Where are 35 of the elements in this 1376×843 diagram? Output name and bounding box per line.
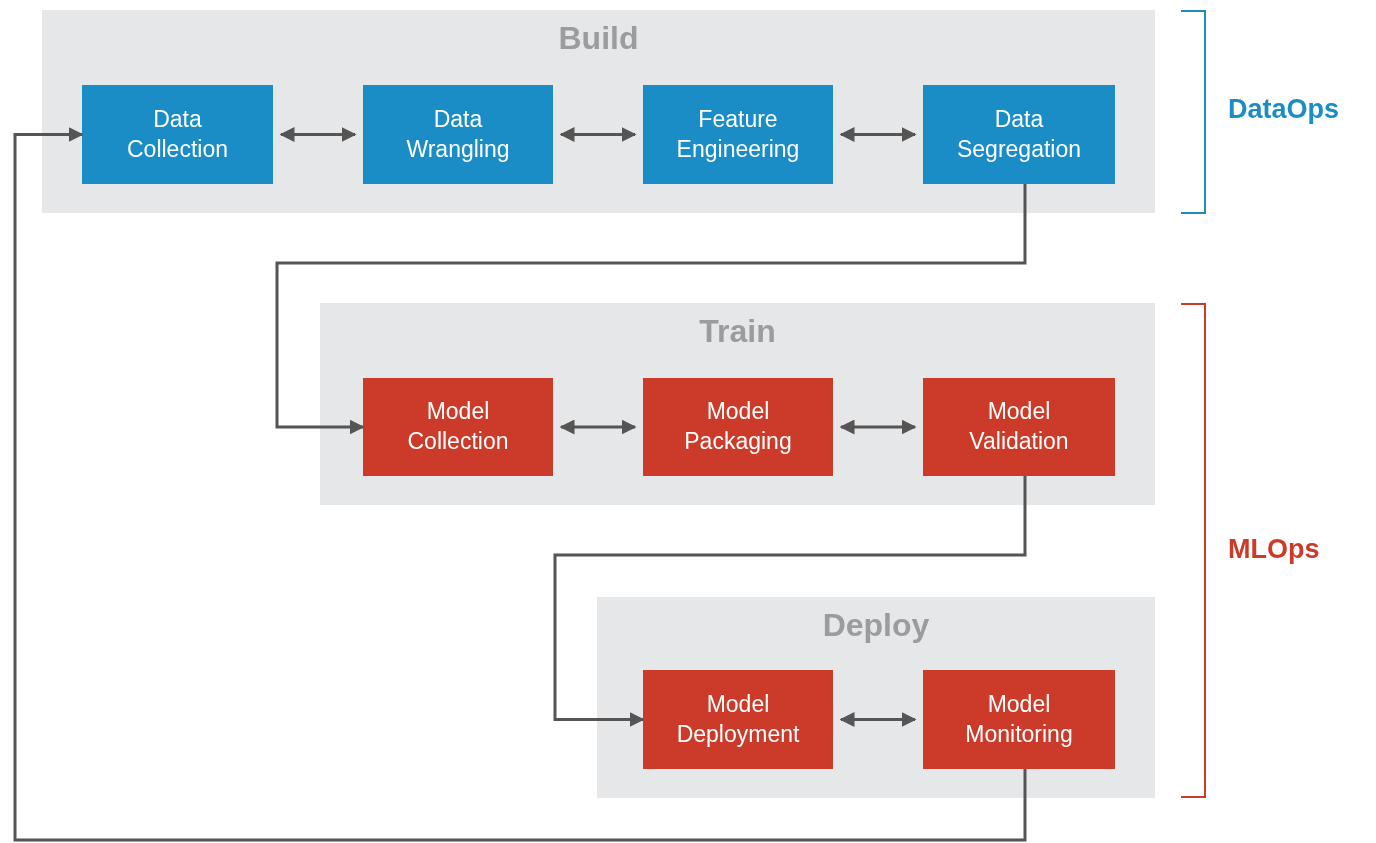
box-label: Model Collection bbox=[406, 397, 510, 456]
bracket-label: DataOps bbox=[1228, 96, 1340, 123]
arrow bbox=[839, 419, 917, 435]
arrow bbox=[13, 127, 1027, 842]
group-panel bbox=[320, 303, 1155, 505]
box-label: Model Validation bbox=[968, 397, 1070, 456]
process-box bbox=[363, 85, 553, 184]
process-box bbox=[923, 85, 1115, 184]
box-label: Data Segregation bbox=[955, 104, 1082, 164]
group-title: Deploy bbox=[822, 609, 930, 641]
arrow bbox=[279, 127, 357, 142]
box-label: Data Collection bbox=[126, 104, 229, 164]
group-panel bbox=[597, 597, 1155, 798]
arrow bbox=[839, 127, 917, 142]
arrow bbox=[559, 419, 637, 435]
group-title: Train bbox=[699, 315, 776, 347]
arrow bbox=[275, 184, 1027, 435]
box-label: Feature Engineering bbox=[675, 104, 801, 164]
arrow bbox=[559, 127, 637, 142]
process-box bbox=[923, 670, 1115, 769]
arrow bbox=[839, 712, 917, 727]
process-box bbox=[923, 378, 1115, 476]
group-panel bbox=[42, 10, 1155, 213]
process-box bbox=[643, 85, 833, 184]
process-box bbox=[82, 85, 273, 184]
box-label: Model Deployment bbox=[675, 689, 801, 749]
box-label: Model Monitoring bbox=[964, 689, 1074, 749]
group-title: Build bbox=[558, 22, 639, 54]
process-box bbox=[363, 378, 553, 476]
bracket-label: MLOps bbox=[1228, 536, 1320, 563]
box-label: Data Wrangling bbox=[405, 104, 511, 164]
process-box bbox=[643, 670, 833, 769]
arrow bbox=[553, 476, 1027, 727]
box-label: Model Packaging bbox=[683, 397, 793, 456]
process-box bbox=[643, 378, 833, 476]
